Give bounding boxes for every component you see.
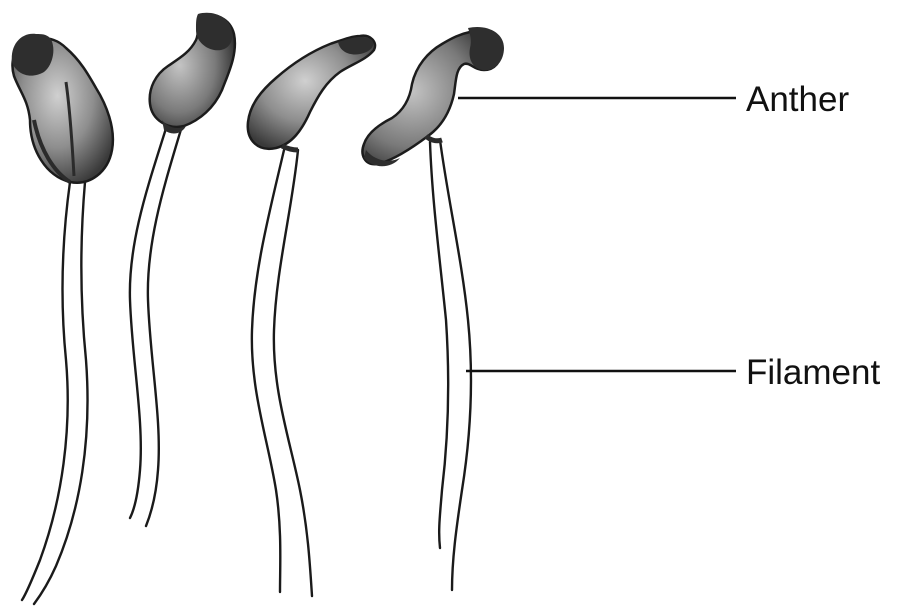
anther-1 [12, 34, 113, 183]
filament-3 [252, 150, 312, 596]
filament-label-group: Filament [466, 353, 880, 392]
filament-2 [130, 122, 182, 526]
filament-4 [430, 140, 471, 590]
anther-label-group: Anther [458, 80, 849, 119]
anther-4 [363, 27, 504, 166]
filament-1 [22, 182, 88, 604]
anther-2 [150, 13, 235, 134]
stamen-1 [12, 34, 113, 604]
anther-label: Anther [746, 80, 849, 119]
stamen-2 [130, 13, 235, 526]
stamen-4 [363, 27, 504, 590]
filament-label: Filament [746, 353, 880, 392]
anther-3 [248, 36, 375, 150]
stamen-3 [248, 36, 375, 596]
